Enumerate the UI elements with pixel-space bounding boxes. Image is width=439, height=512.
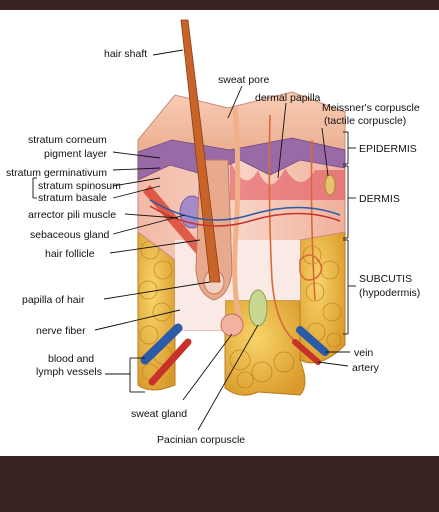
epidermis-pigment-layer: [137, 137, 346, 181]
arrector-pili-muscle-shape: [143, 185, 205, 256]
label-artery: artery: [352, 362, 379, 374]
label-pacinian-corpuscle: Pacinian corpuscle: [157, 434, 246, 446]
label-pigment-layer: pigment layer: [44, 148, 108, 160]
hair-shaft-shape: [180, 19, 221, 283]
blood-vessels-left: [140, 323, 192, 386]
bottom-border: [0, 456, 439, 512]
label-subcutis: SUBCUTIS: [359, 273, 413, 285]
label-sweat-gland: sweat gland: [131, 408, 188, 420]
label-arrector-pili: arrector pili muscle: [28, 209, 117, 221]
pacinian-corpuscle-shape: [248, 289, 268, 327]
blood-vessels-right: [292, 326, 329, 365]
label-stratum-spinosum: stratum spinosum: [38, 180, 121, 192]
label-stratum-corneum: stratum corneum: [28, 134, 107, 146]
label-hair-shaft: hair shaft: [104, 48, 148, 60]
label-blood-lymph-2: lymph vessels: [36, 366, 102, 378]
sweat-gland-coil: [220, 313, 244, 337]
sweat-duct: [232, 107, 243, 321]
label-sweat-pore: sweat pore: [218, 74, 270, 86]
label-stratum-germinativum: stratum germinativum: [6, 167, 107, 179]
leader-lines: [32, 49, 356, 431]
label-hypodermis: (hypodermis): [359, 287, 421, 299]
label-dermal-papilla: dermal papilla: [255, 92, 321, 104]
dermal-vessel-loops: [149, 114, 341, 346]
label-vein: vein: [354, 347, 374, 359]
label-blood-lymph-1: blood and: [48, 353, 95, 365]
label-sebaceous-gland: sebaceous gland: [30, 229, 110, 241]
top-border: [0, 0, 439, 10]
label-papilla-of-hair: papilla of hair: [22, 294, 85, 306]
label-hair-follicle: hair follicle: [45, 248, 95, 260]
label-dermis: DERMIS: [359, 193, 400, 205]
dermal-papilla-ridge: [230, 160, 345, 200]
label-nerve-fiber: nerve fiber: [36, 325, 86, 337]
label-epidermis: EPIDERMIS: [359, 143, 417, 155]
label-meissner-corpuscle: Meissner's corpuscle: [322, 102, 420, 114]
meissner-corpuscle-shape: [324, 174, 336, 196]
label-tactile-corpuscle: (tactile corpuscle): [324, 115, 407, 127]
label-stratum-basale: stratum basale: [38, 192, 107, 204]
